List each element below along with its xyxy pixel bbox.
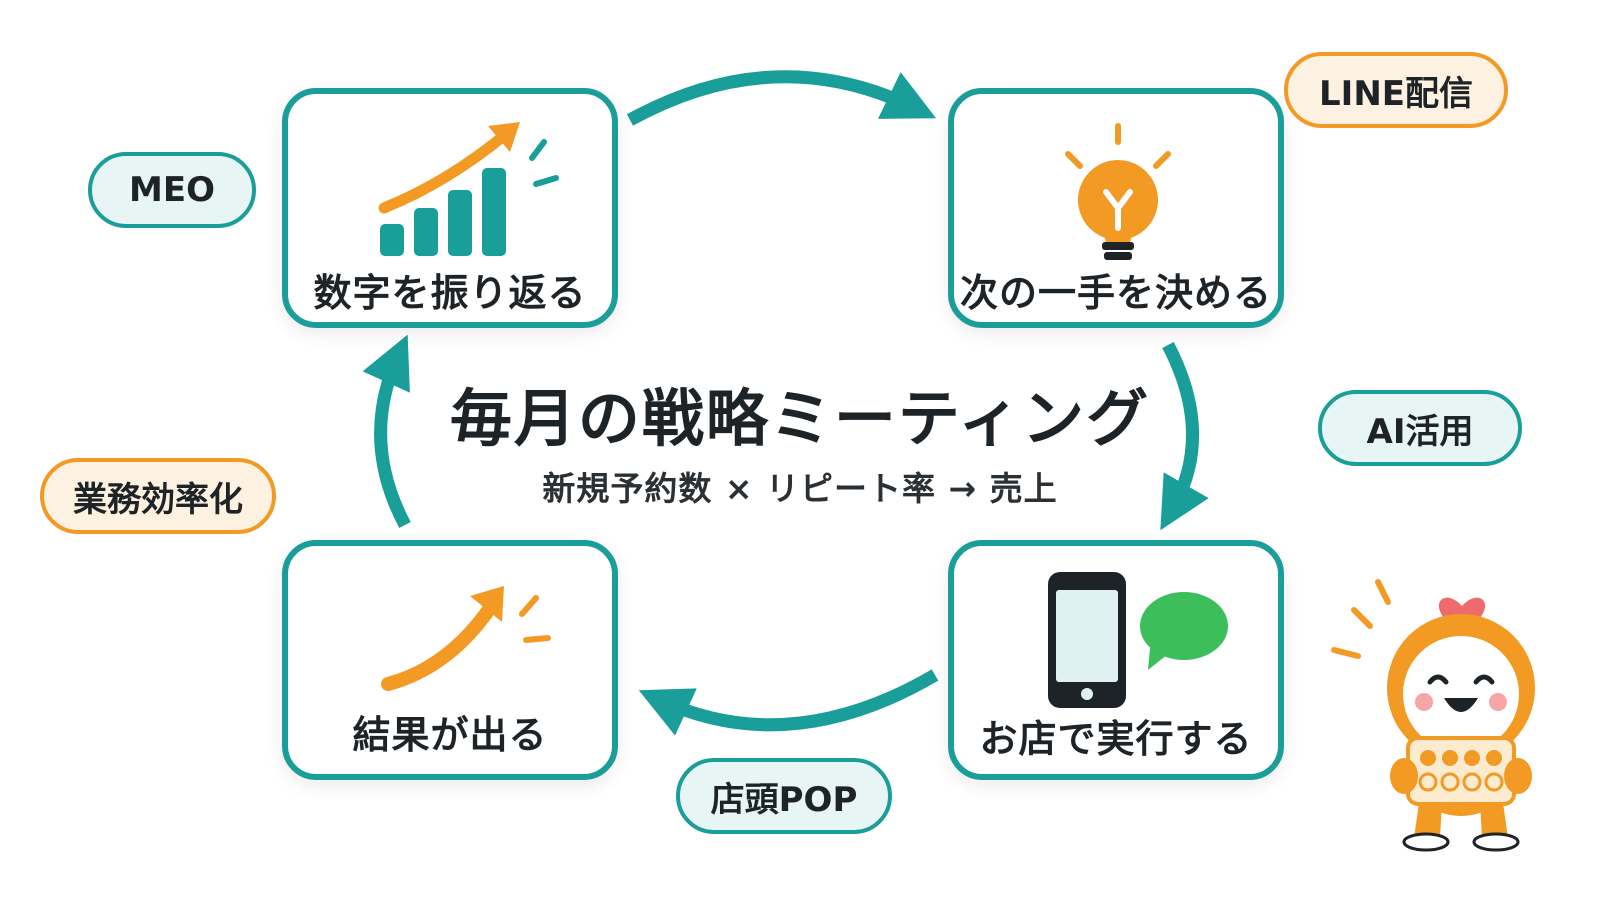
arrow-bottom [638,669,939,736]
lightbulb-icon [1065,123,1171,260]
tag-pop: 店頭POP [676,758,892,834]
step-label: 結果が出る [352,713,548,757]
formula-subtitle: 新規予約数 × リピート率 → 売上 [542,469,1058,508]
arrow-left [362,334,411,529]
step-decide-next-move: 次の一手を決める [948,88,1284,328]
orange-mascot-with-heart-icon [1331,579,1535,852]
arrow-top [626,70,937,126]
step-execute-in-store: お店で実行する [948,540,1284,780]
diagram-title: 毎月の戦略ミーティング [449,382,1151,455]
tag-ai: AI活用 [1318,390,1522,466]
step-label: 数字を振り返る [313,271,587,315]
arrow-right [1160,341,1209,531]
step-results: 結果が出る [282,540,618,780]
tag-meo: MEO [88,152,256,228]
bar-chart-up-icon [378,122,559,256]
step-label: お店で実行する [979,717,1253,761]
step-review-numbers: 数字を振り返る [282,88,618,328]
smartphone-chat-icon [1048,572,1228,708]
tag-line: LINE配信 [1284,52,1508,128]
tag-efficiency: 業務効率化 [40,458,276,534]
rising-arrow-icon [381,586,551,691]
step-label: 次の一手を決める [959,271,1272,315]
